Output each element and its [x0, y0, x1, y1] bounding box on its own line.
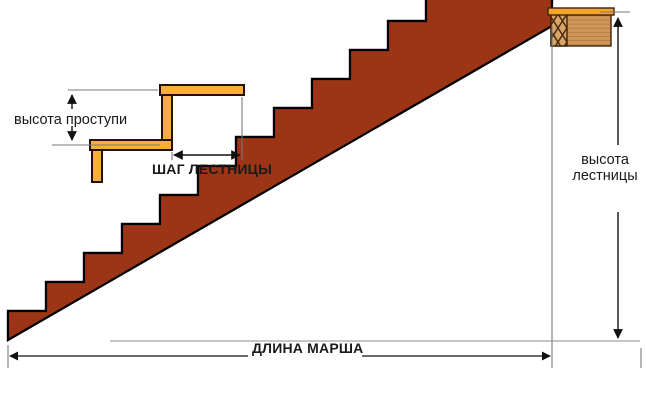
dimension-flight-length: [7, 26, 640, 368]
dimension-stair-height: [600, 11, 642, 368]
landing-platform: [547, 7, 615, 47]
dimension-riser-height: [52, 89, 160, 146]
label-riser-height: высота проступи: [14, 112, 128, 128]
label-stair-height-line1: высота: [581, 152, 629, 168]
detail-upper-tread: [159, 84, 245, 96]
staircase-steps: [6, 0, 554, 342]
dimension-tread-step: [171, 97, 243, 160]
lattice-brace: [550, 13, 568, 47]
label-stair-height-line2: лестницы: [572, 168, 638, 185]
label-stair-height: высота лестницы: [568, 152, 642, 184]
label-tread-step: ШАГ ЛЕСТНИЦЫ: [152, 161, 272, 177]
detail-lower-riser: [91, 149, 103, 183]
label-flight-length: ДЛИНА МАРША: [252, 340, 364, 356]
